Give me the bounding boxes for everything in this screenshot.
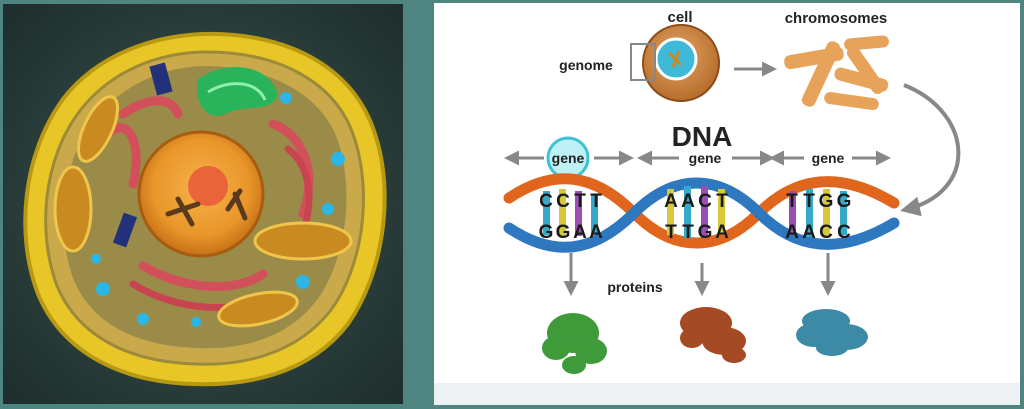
gene-label-3: gene [812,150,845,166]
centriole [112,212,138,248]
base-bottom-1-4: A [589,222,603,243]
base-pair-rungs [543,186,847,238]
vesicle [191,317,201,327]
er-arc [138,261,268,291]
mitochondrion [77,95,119,163]
base-bottom-1-3: A [573,222,587,243]
gene-label-2: gene [689,150,722,166]
base-bottom-3-2: A [802,222,816,243]
er-arc [118,96,183,119]
base-top-3-4: G [837,191,852,212]
vesicle [137,313,149,325]
nucleolus [188,166,228,206]
cell-illustration-panel [3,4,403,404]
base-bottom-3-1: A [785,222,799,243]
panel-bottom-shade [434,383,1020,405]
chromosomes-label: chromosomes [785,10,888,27]
base-top-3-3: G [819,191,834,212]
base-bottom-1-2: G [556,222,571,243]
base-top-1-1: C [539,191,553,212]
mitochondrion [53,165,93,253]
protein-teal [796,309,868,356]
proteins-label: proteins [607,279,662,295]
mitochondrion [217,290,299,328]
base-bottom-3-4: C [837,222,851,243]
base-top-1-2: C [556,191,570,212]
dna-diagram-panel: cell genome chromosomes DNA [434,3,1020,405]
chromosomes-icon [784,35,889,111]
gene-label-1: gene [552,150,585,166]
vesicle [96,282,110,296]
base-top-1-4: T [590,191,602,212]
nucleus-chromosome-mark [667,50,683,68]
dna-title: DNA [672,121,733,152]
dna-strand-blue [503,177,900,253]
genome-bracket [630,43,656,81]
base-top-1-3: T [574,191,586,212]
base-bottom-2-3: G [698,222,713,243]
vesicle [91,254,101,264]
dna-strand-orange [503,173,900,249]
golgi-fold [207,82,267,101]
golgi-apparatus [197,67,278,116]
protein-arrows [563,253,836,296]
base-bottom-1-1: G [539,222,554,243]
vesicle [296,275,310,289]
base-top-2-4: T [716,191,728,212]
vesicle [280,92,292,104]
vesicle [322,203,334,215]
protein-brown [680,307,746,363]
base-bottom-2-4: A [715,222,729,243]
animal-cell-illustration [3,4,403,404]
nucleus-chromatin [165,188,248,227]
base-top-3-1: T [786,191,798,212]
dna-diagram: cell genome chromosomes DNA [503,9,961,374]
base-top-3-2: T [803,191,815,212]
protein-green [542,313,607,374]
genome-label: genome [559,57,613,73]
base-bottom-2-2: T [682,222,694,243]
vesicle [331,152,345,166]
base-top-2-3: C [698,191,712,212]
centriole [149,62,173,96]
base-top-2-1: A [664,191,678,212]
base-bottom-2-1: T [665,222,677,243]
cell-label: cell [667,9,692,26]
base-top-2-2: A [681,191,695,212]
mitochondrion [253,221,353,261]
base-bottom-3-3: C [819,222,833,243]
chromosomes-to-dna-arrow [900,83,961,217]
